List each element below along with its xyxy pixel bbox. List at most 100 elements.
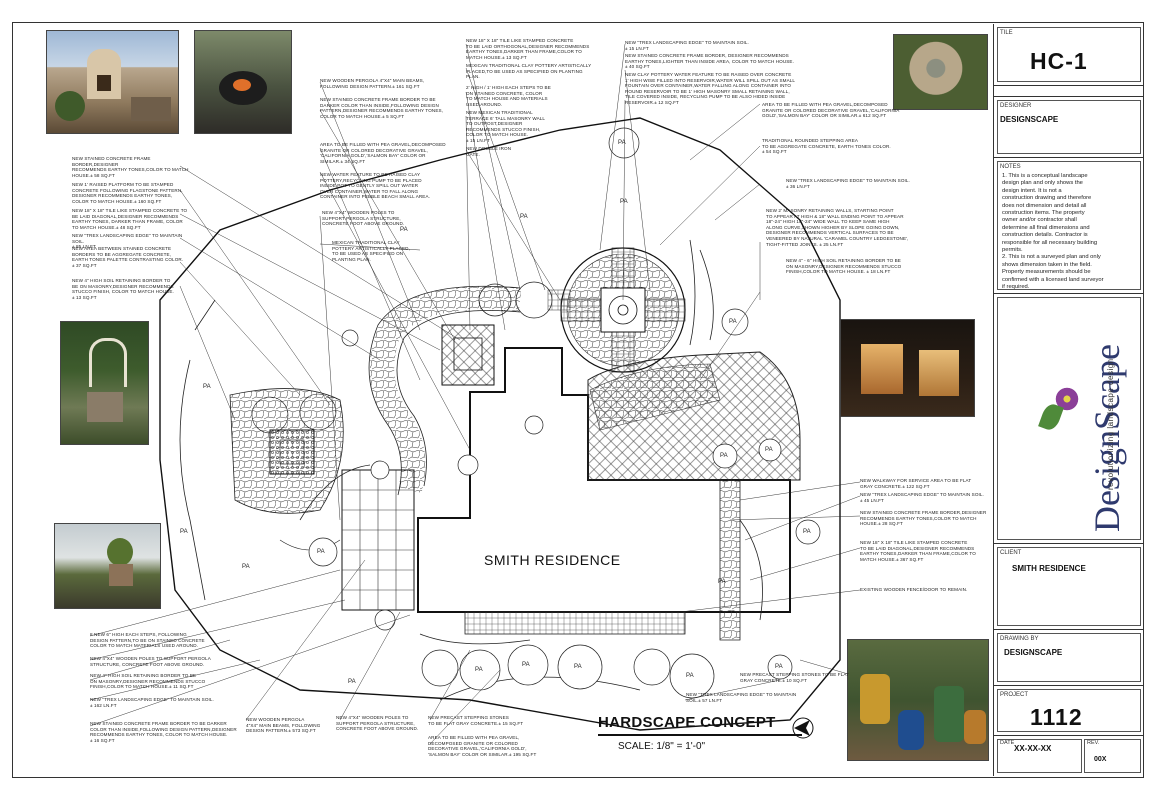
cell-frame bbox=[997, 633, 1141, 682]
note-trex-top: NEW "TREX LANDSCAPING EDGE" TO MAINTAIN … bbox=[625, 40, 749, 51]
photo-lit-wall-patio bbox=[840, 319, 975, 417]
note-soil-border-right: NEW 4" - 6" HIGH SOIL RETAINING BORDER T… bbox=[786, 258, 902, 275]
house-label: SMITH RESIDENCE bbox=[484, 552, 621, 568]
plan-scale: SCALE: 1/8" = 1'-0" bbox=[618, 741, 706, 752]
drawing-sheet-border bbox=[12, 22, 1144, 778]
notes-label: NOTES bbox=[1000, 164, 1021, 170]
date-label: DATE bbox=[1000, 740, 1015, 746]
pa-label: PA bbox=[180, 529, 188, 535]
cell-frame bbox=[997, 161, 1141, 290]
project-label: PROJECT bbox=[1000, 692, 1029, 698]
note-pergola-poles-bottom: NEW 4"X4" WOODEN POLES TO SUPPORT PERGOL… bbox=[90, 656, 211, 667]
cell-frame bbox=[997, 547, 1141, 626]
title-block-client: CLIENT SMITH RESIDENCE bbox=[994, 544, 1144, 630]
designer-label: DESIGNER bbox=[1000, 103, 1032, 109]
pa-label: PA bbox=[520, 214, 528, 220]
cell-frame bbox=[997, 689, 1141, 732]
pa-label: PA bbox=[522, 662, 530, 668]
pa-label: PA bbox=[803, 529, 811, 535]
title-block-date-rev: DATE XX-XX-XX REV. 00X bbox=[994, 736, 1144, 776]
note-pea-gravel: AREA TO BE FILLED WITH PEA GRAVEL,DECOMP… bbox=[320, 142, 446, 164]
title-block-designer: DESIGNER DESIGNSCAPE bbox=[994, 96, 1144, 158]
note-trex-right: NEW "TREX LANDSCAPING EDGE" TO MAINTAIN … bbox=[786, 178, 910, 189]
title-block-tile: TILE HC-1 bbox=[994, 24, 1144, 86]
note-pea-gravel-large: AREA TO BE FILLED WITH PEA GRAVEL,DECOMP… bbox=[762, 102, 900, 119]
client-label: CLIENT bbox=[1000, 550, 1022, 556]
plan-title: HARDSCAPE CONCEPT bbox=[598, 714, 776, 731]
note-frame-border: NEW STAINED CONCRETE FRAME BORDER,DESIGN… bbox=[72, 156, 189, 178]
pa-label: PA bbox=[203, 384, 211, 390]
project-value: 1112 bbox=[1030, 704, 1083, 730]
photo-pottery-planters bbox=[847, 639, 989, 761]
date-value: XX-XX-XX bbox=[1014, 744, 1052, 753]
notes-body: 1. This is a conceptual landscape design… bbox=[1002, 173, 1104, 291]
note-trex-edge: NEW "TREX LANDSCAPING EDGE" TO MAINTAIN … bbox=[72, 233, 183, 250]
plan-title-underline bbox=[598, 734, 802, 736]
photo-arched-garden bbox=[60, 321, 149, 445]
cell-frame bbox=[997, 297, 1141, 540]
note-orthogonal-tile: NEW 18" X 18" TILE LIKE STAMPED CONCRETE… bbox=[466, 38, 590, 60]
rev-value: 00X bbox=[1094, 756, 1107, 763]
note-pergola-beams: NEW WOODEN PERGOLA 4"X4" MAIN BEAMS,FOLL… bbox=[320, 78, 425, 89]
note-light-frame: NEW STAINED CONCRETE FRAME BORDER, DESIG… bbox=[625, 53, 794, 70]
designer-value: DESIGNSCAPE bbox=[1000, 115, 1059, 124]
pa-label: PA bbox=[242, 564, 250, 570]
note-pottery-plan: MEXICAN TRADITIONAL CLAY POTTERY ARTISTI… bbox=[466, 63, 592, 80]
note-tile-concrete: NEW 18" X 18" TILE LIKE STAMPED CONCRETE… bbox=[72, 208, 188, 230]
title-block-project: PROJECT 1112 bbox=[994, 686, 1144, 736]
photo-fire-pit-table bbox=[194, 30, 292, 134]
rev-label: REV. bbox=[1087, 740, 1100, 746]
pa-label: PA bbox=[686, 673, 694, 679]
tile-value: HC-1 bbox=[1030, 48, 1088, 74]
drawn-by-value: DESIGNSCAPE bbox=[1004, 648, 1063, 657]
pa-label: PA bbox=[775, 664, 783, 670]
pa-label: PA bbox=[718, 579, 726, 585]
cell-frame bbox=[997, 739, 1082, 773]
pa-label: PA bbox=[720, 453, 728, 459]
note-diagonal-tile-right: NEW 18" X 18" TILE LIKE STAMPED CONCRETE… bbox=[860, 540, 976, 562]
cell-frame bbox=[1084, 739, 1141, 773]
pa-label: PA bbox=[765, 447, 773, 453]
pa-label: PA bbox=[620, 199, 628, 205]
pa-label: PA bbox=[348, 679, 356, 685]
client-value: SMITH RESIDENCE bbox=[1012, 564, 1086, 573]
title-block: TILE HC-1 DESIGNER DESIGNSCAPE NOTES 1. … bbox=[993, 24, 1144, 776]
pa-label: PA bbox=[729, 319, 737, 325]
pa-label: PA bbox=[475, 667, 483, 673]
note-pea-gravel-bottom: AREA TO BE FILLED WITH PEA GRAVEL,DECOMP… bbox=[428, 735, 537, 757]
cell-frame bbox=[997, 100, 1141, 154]
note-retaining-walls: NEW 2' MASONRY RETAINING WALLS, STARTING… bbox=[766, 208, 909, 247]
pa-label: PA bbox=[317, 549, 325, 555]
pa-label: PA bbox=[574, 664, 582, 670]
photo-courtyard-fountain bbox=[893, 34, 988, 110]
note-clay-fountain: NEW CLAY POTTERY WATER FEATURE TO BE RAI… bbox=[625, 72, 796, 105]
photo-planter-urn bbox=[54, 523, 161, 609]
pa-label: PA bbox=[618, 140, 626, 146]
tile-label: TILE bbox=[1000, 30, 1013, 36]
note-frame-border-right: NEW STAINED CONCRETE FRAME BORDER,DESIGN… bbox=[860, 510, 987, 527]
drawn-by-label: DRAWING BY bbox=[1000, 636, 1039, 642]
cell-frame bbox=[997, 27, 1141, 82]
title-block-notes: NOTES 1. This is a conceptual landscape … bbox=[994, 158, 1144, 294]
note-trex-right-lower: NEW "TREX LANDSCAPING EDGE" TO MAINTAIN … bbox=[860, 492, 984, 503]
note-dark-frame-bottom: NEW STAINED CONCRETE FRAME BORDER TO BE … bbox=[90, 721, 237, 743]
